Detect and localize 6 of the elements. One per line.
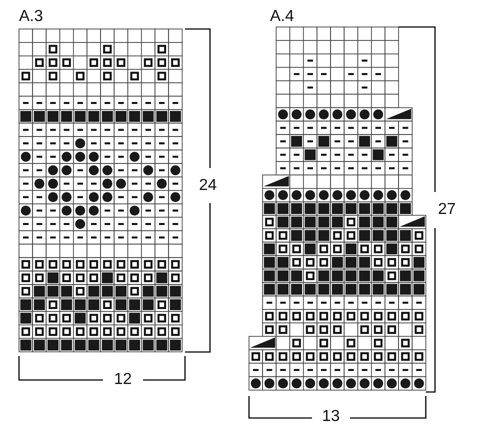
chart-title: A.4 — [270, 8, 294, 26]
dimension-label: 13 — [322, 408, 340, 426]
chart-title: A.3 — [19, 8, 44, 26]
dimension-label: 27 — [438, 201, 456, 219]
dimension-label: 24 — [199, 177, 217, 195]
dimension-label: 12 — [114, 371, 132, 389]
